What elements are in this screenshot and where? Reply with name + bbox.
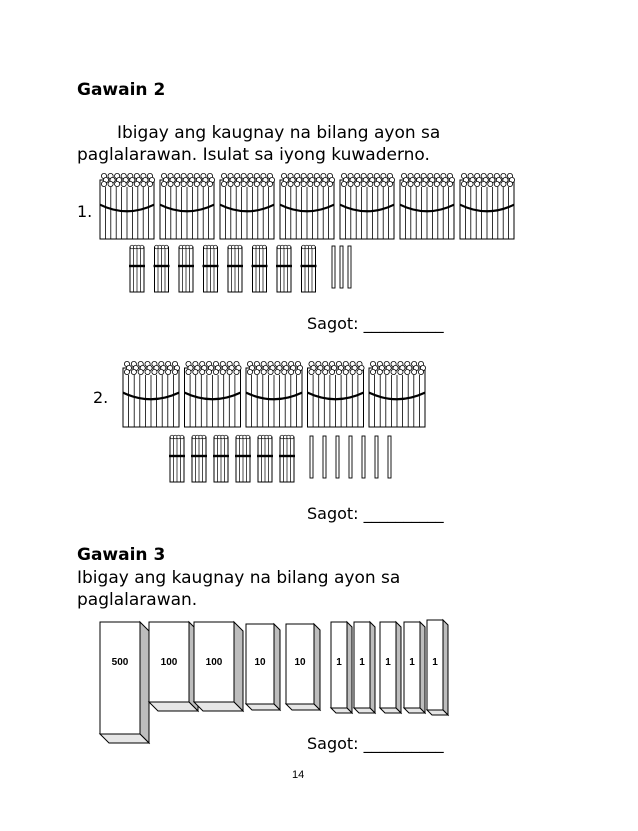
block-label-9: 1	[409, 657, 415, 668]
item1-hundred-bundle-1	[99, 173, 156, 240]
item1-hundreds-bundles	[99, 173, 515, 240]
item1-hundred-bundle-2	[159, 173, 216, 240]
item1-ten-bundle-6	[251, 244, 268, 293]
gawain2-instruction-line2: paglalarawan. Isulat sa iyong kuwaderno.	[77, 145, 430, 165]
block-label-1: 500	[112, 657, 129, 668]
gawain3-instruction-line2: paglalarawan.	[77, 590, 198, 610]
gawain2-title: Gawain 2	[77, 80, 166, 100]
item1-hundred-bundle-3	[219, 173, 275, 240]
item2-ten-bundle-3	[213, 434, 229, 483]
block-label-3: 100	[206, 657, 223, 668]
gawain3-answer: Sagot: __________	[307, 734, 444, 753]
gawain3-instruction-line1: Ibigay ang kaugnay na bilang ayon sa	[77, 568, 401, 588]
item2-answer: Sagot: __________	[307, 504, 444, 523]
item1-ten-bundle-7	[276, 244, 292, 293]
item2-single-stick-5	[361, 435, 366, 479]
item2-single-stick-7	[387, 435, 392, 479]
item1-ten-bundle-5	[227, 244, 243, 293]
item2-hundreds-bundles	[122, 361, 426, 428]
item2-tens-bundles	[169, 434, 392, 483]
item2-ten-bundle-1	[169, 434, 185, 483]
item2-label: 2.	[93, 388, 109, 407]
item1-hundred-bundle-6	[399, 173, 455, 240]
item1-hundred-bundle-7	[459, 173, 515, 240]
item2-single-stick-4	[348, 435, 353, 479]
item2-single-stick-2	[322, 435, 327, 479]
gawain2-instruction-line1: Ibigay ang kaugnay na bilang ayon sa	[117, 123, 441, 143]
block-1: 500	[98, 620, 151, 745]
block-4: 10	[244, 622, 282, 712]
item1-hundred-bundle-4	[279, 173, 335, 240]
block-8: 1	[378, 620, 403, 715]
block-label-7: 1	[359, 657, 365, 668]
item1-ten-bundle-3	[178, 244, 194, 293]
item2-ten-bundle-4	[235, 434, 251, 483]
item2-single-stick-6	[374, 435, 379, 479]
item1-single-stick-3	[347, 245, 352, 289]
item2-hundred-bundle-3	[245, 361, 303, 428]
item2-single-stick-1	[309, 435, 314, 479]
item1-ten-bundle-2	[153, 244, 170, 293]
item1-single-stick-2	[339, 245, 344, 289]
item2-ten-bundle-5	[257, 434, 273, 483]
item2-hundred-bundle-5	[368, 361, 426, 428]
block-5: 10	[284, 622, 322, 712]
block-label-4: 10	[254, 657, 266, 668]
item1-ten-bundle-4	[202, 244, 219, 293]
item2-ten-bundle-2	[191, 434, 207, 483]
block-label-5: 10	[294, 657, 306, 668]
block-6: 1	[329, 620, 354, 715]
item1-tens-bundles	[129, 244, 352, 293]
item1-label: 1.	[77, 202, 93, 221]
block-label-8: 1	[385, 657, 391, 668]
block-7: 1	[352, 620, 377, 715]
block-10: 1	[425, 618, 450, 717]
block-label-10: 1	[432, 657, 438, 668]
item1-ten-bundle-8	[300, 244, 317, 293]
gawain3-title: Gawain 3	[77, 545, 166, 565]
block-9: 1	[402, 620, 427, 715]
item1-answer: Sagot: __________	[307, 314, 444, 333]
page-number: 14	[292, 769, 305, 781]
block-2: 100	[147, 620, 200, 713]
block-3: 100	[192, 620, 245, 713]
block-label-2: 100	[161, 657, 178, 668]
block-label-6: 1	[336, 657, 342, 668]
item2-hundred-bundle-4	[307, 361, 365, 428]
item2-ten-bundle-6	[279, 434, 295, 483]
item2-hundred-bundle-2	[184, 361, 242, 428]
item1-hundred-bundle-5	[339, 173, 395, 240]
item1-single-stick-1	[331, 245, 336, 289]
item1-ten-bundle-1	[129, 244, 145, 293]
item2-single-stick-3	[335, 435, 340, 479]
item2-hundred-bundle-1	[122, 361, 181, 428]
